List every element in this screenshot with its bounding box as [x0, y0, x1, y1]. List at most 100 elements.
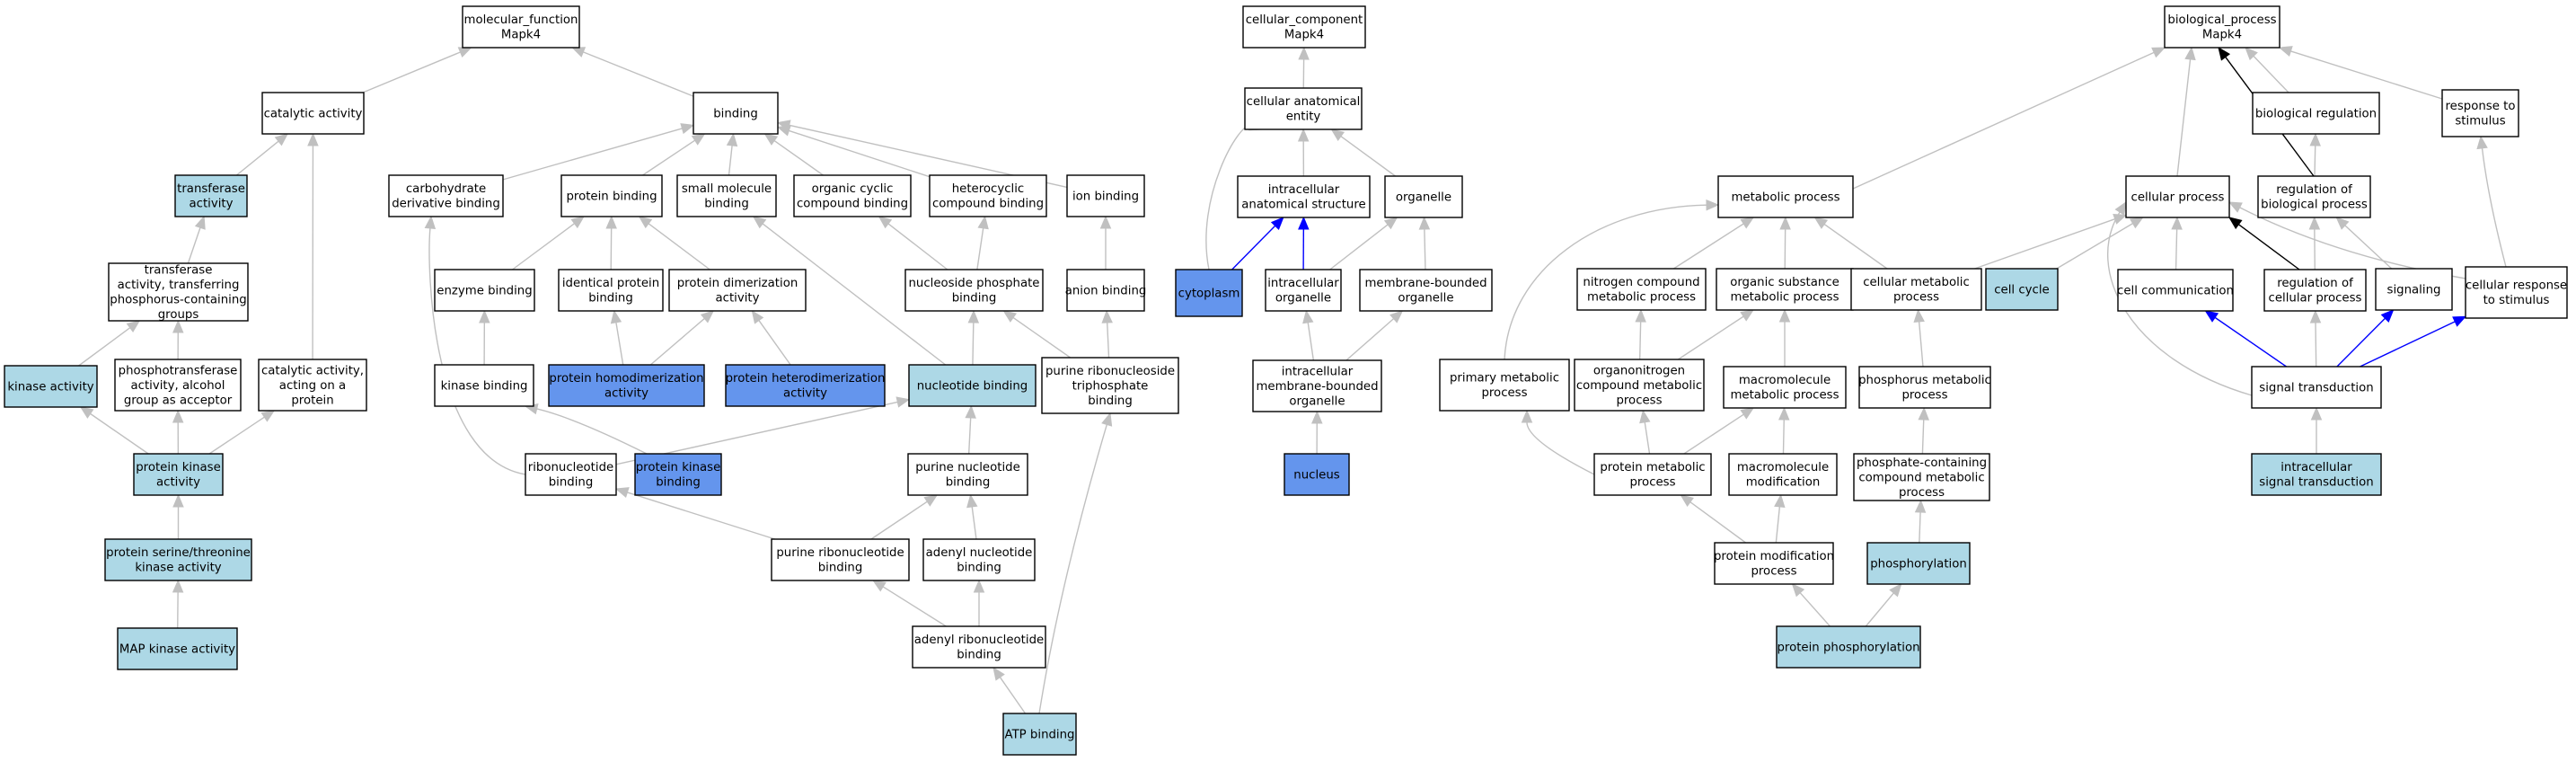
term-label: ribonucleotide	[528, 461, 613, 474]
term-node-nucbind[interactable]: nucleotide binding	[908, 364, 1037, 407]
term-node-organelle[interactable]: organelle	[1384, 175, 1463, 218]
term-box	[1359, 269, 1493, 312]
term-node-catalytic[interactable]: catalytic activity	[261, 92, 365, 135]
arrowhead-icon	[2245, 47, 2258, 61]
arrowhead-icon	[726, 132, 738, 147]
term-box	[4, 365, 98, 408]
term-node-kinbind[interactable]: kinase binding	[434, 364, 534, 407]
term-node-ionbind[interactable]: ion binding	[1066, 174, 1145, 217]
term-box	[434, 364, 534, 407]
term-label: small molecule	[682, 182, 772, 196]
term-node-anion[interactable]: anion binding	[1065, 269, 1147, 312]
term-box	[771, 538, 910, 581]
arrowhead-icon	[895, 396, 911, 408]
edge-homodim-to-identprot	[610, 309, 624, 366]
arrowhead-icon	[752, 216, 767, 229]
term-node-cellproc[interactable]: cellular process	[2125, 175, 2230, 218]
term-label: cellular_component	[1246, 13, 1363, 27]
term-node-cellcomm[interactable]: cell communication	[2117, 269, 2234, 312]
term-node-cytoplasm[interactable]: cytoplasm	[1175, 269, 1243, 317]
term-node-atp[interactable]: ATP binding	[1002, 713, 1077, 756]
term-node-mapk[interactable]: MAP kinase activity	[117, 627, 238, 670]
edge-cellresp-to-respstim	[2476, 135, 2507, 268]
term-node-binding[interactable]: binding	[693, 92, 779, 135]
term-box	[1858, 366, 1991, 409]
term-node-protbind[interactable]: protein binding	[560, 174, 663, 217]
arrowhead-icon	[172, 493, 184, 508]
edge-line	[2360, 321, 2456, 368]
term-label: purine ribonucleoside	[1045, 365, 1175, 378]
arrowhead-icon	[2335, 217, 2350, 230]
edge-layer	[78, 46, 2507, 714]
edge-line	[1504, 204, 1707, 360]
edge-protkinact-to-catprot	[208, 410, 276, 455]
term-label: protein heterodimerization	[726, 372, 886, 385]
term-label: process	[1616, 394, 1662, 407]
term-node-nucleus[interactable]: nucleus	[1284, 453, 1350, 496]
arrowhead-icon	[2308, 216, 2321, 230]
term-node-cellcycle[interactable]: cell cycle	[1985, 268, 2059, 311]
term-node-phosphorylation[interactable]: phosphorylation	[1866, 542, 1971, 585]
term-node-enzbind[interactable]: enzyme binding	[434, 269, 535, 312]
edge-protkinact-to-phosphotrans	[172, 409, 184, 455]
edge-identprot-to-protbind	[605, 215, 617, 270]
term-node-protphos[interactable]: protein phosphorylation	[1776, 625, 1921, 669]
edge-serthr-to-protkinact	[172, 493, 184, 539]
term-box	[1252, 359, 1382, 412]
term-node-kinaseact[interactable]: kinase activity	[4, 365, 98, 408]
edge-carb-to-binding	[502, 123, 695, 181]
term-node-signaling[interactable]: signaling	[2375, 268, 2453, 311]
term-node-metab[interactable]: metabolic process	[1717, 175, 1854, 218]
term-node-bioreg[interactable]: biological regulation	[2252, 92, 2380, 135]
term-box	[929, 174, 1047, 217]
term-node-sigtrans[interactable]: signal transduction	[2251, 366, 2382, 409]
term-label: binding	[713, 107, 758, 120]
